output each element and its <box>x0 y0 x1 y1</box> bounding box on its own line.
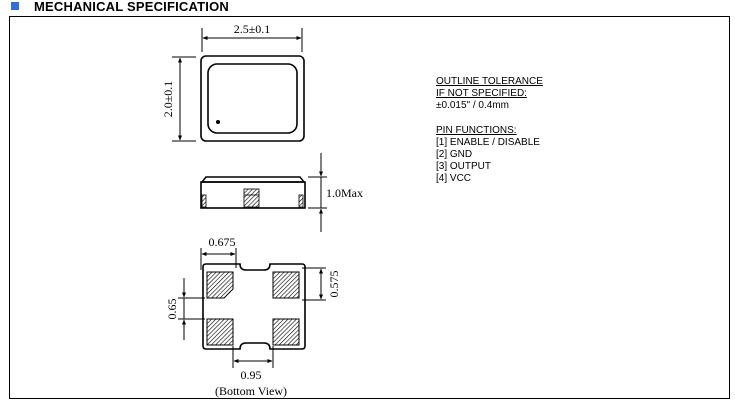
tolerance-title-line1: OUTLINE TOLERANCE <box>436 76 543 87</box>
pin-functions-title: PIN FUNCTIONS: <box>436 125 517 136</box>
bottom-view-label: (Bottom View) <box>215 384 287 398</box>
pin-function-4: [4] VCC <box>436 173 472 184</box>
tolerance-value: ±0.015" / 0.4mm <box>436 100 509 111</box>
pad-1 <box>206 271 234 299</box>
top-view: 2.5±0.1 2.0±0.1 <box>161 22 305 142</box>
drawing-frame <box>9 16 730 399</box>
pad-2 <box>206 318 234 346</box>
dim-top-width: 2.5±0.1 <box>234 22 271 36</box>
dim-pad-horizontal: 0.675 <box>209 235 236 249</box>
pin-function-1: [1] ENABLE / DISABLE <box>436 137 540 148</box>
pin1-dot-icon <box>216 120 220 124</box>
top-view-lid <box>207 63 298 134</box>
section-header: MECHANICAL SPECIFICATION <box>0 0 735 14</box>
bottom-view-body <box>202 263 306 350</box>
side-view-body <box>200 181 306 209</box>
top-view-body <box>200 55 305 142</box>
section-title: MECHANICAL SPECIFICATION <box>34 0 229 14</box>
tolerance-title-line2: IF NOT SPECIFIED: <box>436 88 527 99</box>
pin-function-2: [2] GND <box>436 149 473 160</box>
dim-top-height: 2.0±0.1 <box>161 81 175 118</box>
pin-function-3: [3] OUTPUT <box>436 161 492 172</box>
bottom-view: 0.675 0.575 0.65 0.95 (Bottom View) <box>165 235 341 398</box>
dim-pad-gap: 0.95 <box>241 368 262 382</box>
dim-pad-pitch-vertical: 0.65 <box>165 299 179 320</box>
dim-side-height: 1.0Max <box>326 186 363 200</box>
pad-4 <box>272 271 300 299</box>
dim-pad-vertical: 0.575 <box>327 271 341 298</box>
side-view: 1.0Max <box>200 153 363 232</box>
pad-3 <box>272 318 300 346</box>
section-bullet-icon <box>11 2 19 10</box>
